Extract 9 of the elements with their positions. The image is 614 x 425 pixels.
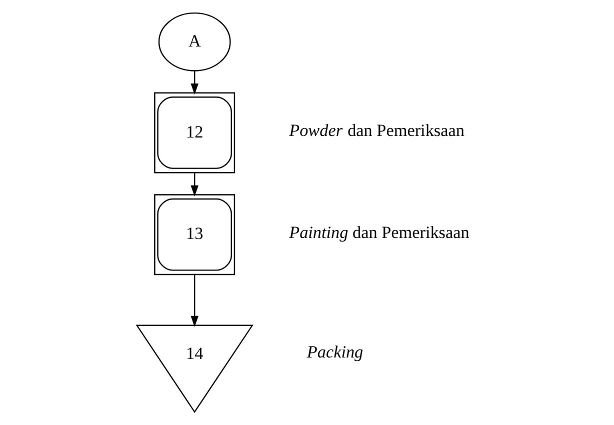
arrow xyxy=(190,71,198,95)
node-box: 13 xyxy=(154,194,235,276)
node-box: 12 xyxy=(154,92,235,174)
node-label: Powder dan Pemeriksaan xyxy=(288,121,464,140)
node-label: Packing xyxy=(306,342,363,362)
arrow xyxy=(190,274,198,327)
node-ellipse: A xyxy=(158,12,230,72)
arrow xyxy=(190,172,198,196)
node-label: Painting dan Pemeriksaan xyxy=(288,222,469,242)
